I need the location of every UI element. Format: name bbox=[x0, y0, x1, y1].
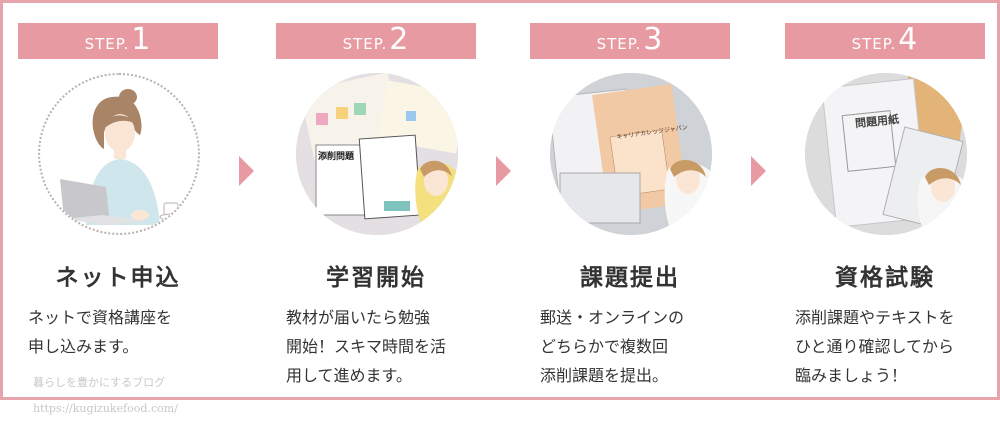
step-2: STEP. 2 添削問題 学習開始 教材が届いたら勉強 開始！スキマ bbox=[276, 3, 486, 403]
arrow-right-icon bbox=[496, 156, 511, 186]
step-3-number: 3 bbox=[643, 22, 664, 57]
exam-papers-icon bbox=[805, 73, 967, 235]
step-4-label: STEP. bbox=[851, 35, 897, 53]
step-3-description: 郵送・オンラインの どちらかで複数回 添削課題を提出。 bbox=[540, 308, 685, 385]
study-materials-icon bbox=[296, 73, 458, 235]
step-3: STEP. 3 キャリアカレッジジャパン 課題提出 郵送・オンラインの どちらか… bbox=[530, 3, 740, 403]
step-4-photo: 問題用紙 bbox=[805, 73, 967, 235]
step-2-title: 学習開始 bbox=[326, 265, 426, 291]
steps-panel: STEP. 1 bbox=[0, 0, 1000, 415]
woman-laptop-icon bbox=[60, 89, 183, 225]
step-2-number: 2 bbox=[389, 22, 410, 57]
step-4-description: 添削課題やテキストを ひと通り確認してから 臨みましょう！ bbox=[795, 308, 955, 385]
step-1-illustration bbox=[38, 73, 200, 235]
step-2-label: STEP. bbox=[342, 35, 388, 53]
arrow-right-icon bbox=[751, 156, 766, 186]
watermark-line-1: 暮らしを豊かにするブログ bbox=[33, 376, 166, 389]
step-2-description: 教材が届いたら勉強 開始！スキマ時間を活 用して進めます。 bbox=[286, 308, 447, 385]
watermark: 暮らしを豊かにするブログ https://kugizukefood.com/ bbox=[33, 363, 178, 428]
step-3-banner: STEP. 3 bbox=[530, 23, 730, 59]
step-4: STEP. 4 問題用紙 資格試験 添削課題やテキストを ひと通り確認してから … bbox=[785, 3, 995, 403]
step-2-banner: STEP. 2 bbox=[276, 23, 476, 59]
step-3-label: STEP. bbox=[596, 35, 642, 53]
step-2-photo: 添削問題 bbox=[296, 73, 458, 235]
step-1-description: ネットで資格講座を 申し込みます。 bbox=[28, 308, 173, 356]
step-1-label: STEP. bbox=[84, 35, 130, 53]
step-2-card-title: 添削問題 bbox=[318, 152, 355, 162]
step-3-title: 課題提出 bbox=[580, 265, 680, 291]
step-1-number: 1 bbox=[131, 22, 152, 57]
step-1: STEP. 1 bbox=[18, 3, 228, 403]
step-4-banner: STEP. 4 bbox=[785, 23, 985, 59]
step-1-banner: STEP. 1 bbox=[18, 23, 218, 59]
arrow-right-icon bbox=[239, 156, 254, 186]
watermark-line-2: https://kugizukefood.com/ bbox=[33, 402, 178, 415]
step-4-number: 4 bbox=[898, 22, 919, 57]
step-3-photo: キャリアカレッジジャパン bbox=[550, 73, 712, 235]
assignment-papers-icon bbox=[550, 73, 712, 235]
step-1-title: ネット申込 bbox=[55, 265, 181, 291]
step-4-title: 資格試験 bbox=[835, 265, 935, 291]
